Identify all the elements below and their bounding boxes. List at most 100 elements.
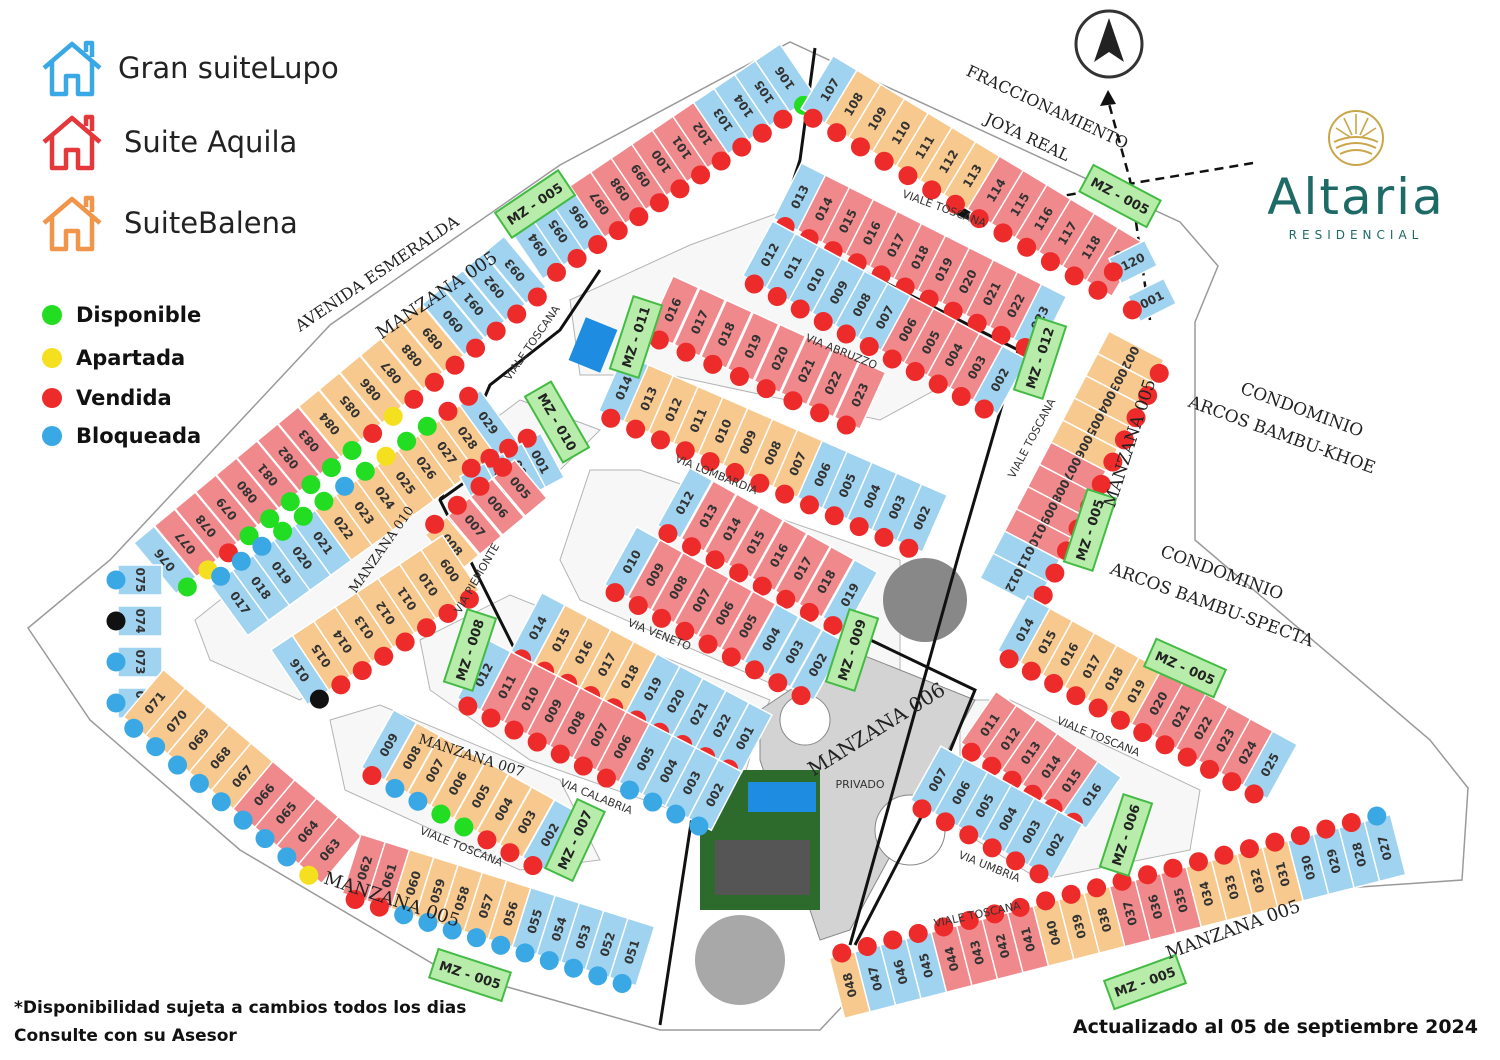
lot[interactable]: 057 (460, 871, 510, 951)
lot[interactable]: 104 (713, 70, 780, 150)
lot[interactable]: 045 (903, 921, 949, 1000)
lot[interactable]: 040 (1030, 888, 1076, 968)
lot[interactable]: 013 (619, 363, 676, 444)
lot[interactable]: 027 (1361, 803, 1407, 883)
lot[interactable]: 002 (892, 483, 949, 563)
lot[interactable]: 012 (355, 577, 422, 657)
lot[interactable]: 022 (984, 270, 1044, 350)
lot[interactable]: 075 (106, 564, 163, 596)
lot[interactable]: 081 (235, 439, 306, 517)
lot[interactable]: 074 (106, 605, 163, 637)
lot[interactable]: 085 (318, 371, 388, 449)
lot[interactable]: 076 (132, 525, 203, 602)
lot[interactable]: 015 (723, 506, 785, 587)
lot[interactable]: 063 (291, 815, 363, 893)
lot[interactable]: 009 (419, 534, 486, 614)
lot[interactable]: 015 (816, 186, 876, 265)
lot[interactable]: 084 (297, 388, 368, 466)
lot[interactable]: 010 (498, 662, 558, 745)
lot[interactable]: 020 (1126, 668, 1187, 748)
lot[interactable]: 099 (610, 140, 677, 219)
lot[interactable]: 025 (370, 441, 436, 517)
lot[interactable]: 003 (762, 615, 824, 697)
lot[interactable]: 008 (646, 551, 707, 633)
lot[interactable]: 011 (760, 232, 822, 312)
lot[interactable]: 048 (826, 940, 872, 1020)
lot[interactable]: 017 (205, 561, 270, 637)
lot[interactable]: 005 (448, 760, 510, 841)
lot[interactable]: 006 (692, 577, 754, 658)
lot[interactable]: 024 (349, 456, 415, 532)
lot[interactable]: 004 (975, 784, 1037, 863)
lot[interactable]: 017 (770, 532, 832, 614)
lot[interactable]: 010 (599, 525, 661, 607)
lot[interactable]: 079 (194, 474, 265, 551)
lot[interactable]: 051 (606, 917, 656, 997)
lot[interactable]: 017 (864, 210, 924, 289)
lot[interactable]: 013 (768, 162, 828, 241)
lot[interactable]: 008 (379, 721, 441, 803)
lot[interactable]: 001 (1118, 277, 1178, 327)
lot[interactable]: 003 (867, 472, 924, 552)
lot[interactable]: 021 (776, 335, 834, 415)
lot[interactable]: 002 (1022, 810, 1084, 889)
lot[interactable]: 031 (1259, 830, 1305, 909)
lot[interactable]: 011 (475, 650, 535, 733)
lot[interactable]: 020 (936, 246, 996, 326)
lot[interactable]: 021 (960, 258, 1020, 338)
lot[interactable]: 052 (582, 909, 632, 990)
lot[interactable]: 073 (106, 646, 163, 678)
lot[interactable]: 086 (338, 354, 409, 432)
lot[interactable]: 055 (509, 886, 559, 967)
lot[interactable]: 023 (830, 359, 887, 439)
lot[interactable]: 030 (1285, 823, 1331, 902)
lot[interactable]: 019 (723, 311, 780, 390)
lot[interactable]: 066 (226, 760, 297, 837)
lot[interactable]: 016 (840, 198, 900, 277)
lot[interactable]: 004 (471, 773, 533, 854)
lot[interactable]: 092 (462, 252, 532, 329)
lot[interactable]: 006 (793, 439, 849, 520)
lot[interactable]: 032 (1234, 836, 1280, 915)
lot[interactable]: 038 (1081, 875, 1127, 955)
lot[interactable]: 062 (339, 833, 389, 913)
lot[interactable]: 007 (402, 734, 464, 816)
lot[interactable]: 009 (521, 674, 582, 757)
lot[interactable]: 015 (291, 620, 357, 700)
lot[interactable]: 007 (440, 489, 503, 556)
lot[interactable]: 022 (803, 347, 860, 427)
lot[interactable]: 016 (643, 274, 700, 354)
lot[interactable]: 034 (1183, 849, 1229, 928)
lot[interactable]: 116 (1009, 183, 1074, 263)
lot[interactable]: 044 (928, 914, 974, 994)
lot[interactable]: 018 (225, 546, 291, 622)
lot[interactable]: 011 (954, 690, 1021, 768)
lot[interactable]: 002 (683, 758, 743, 841)
lot[interactable]: 025 (1237, 730, 1299, 809)
lot[interactable]: 006 (463, 470, 526, 537)
lot[interactable]: 021 (287, 501, 353, 577)
lot[interactable]: 013 (676, 479, 738, 561)
lot[interactable]: 007 (905, 745, 967, 824)
lot[interactable]: 101 (651, 112, 718, 192)
lot[interactable]: 002 (517, 798, 579, 880)
lot[interactable]: 090 (421, 286, 491, 363)
lot[interactable]: 008 (743, 418, 800, 498)
lot[interactable]: 041 (1005, 895, 1051, 974)
lot[interactable]: 112 (914, 126, 979, 205)
lot[interactable]: 005 (486, 451, 548, 518)
lot[interactable]: 018 (793, 545, 855, 627)
lot[interactable]: 004 (739, 603, 800, 684)
lot[interactable]: 059 (412, 856, 462, 936)
lot[interactable]: 019 (912, 234, 972, 314)
lot[interactable]: 007 (669, 564, 731, 645)
lot[interactable]: 060 (387, 848, 438, 929)
lot[interactable]: 065 (247, 778, 319, 856)
lot[interactable]: 070 (138, 686, 210, 764)
lot[interactable]: 036 (1132, 862, 1178, 942)
lot[interactable]: 087 (359, 337, 429, 415)
lot[interactable]: 068 (182, 723, 254, 801)
lot[interactable]: 003 (494, 785, 556, 867)
lot[interactable]: 007 (768, 428, 825, 509)
lot[interactable]: 054 (533, 894, 583, 974)
